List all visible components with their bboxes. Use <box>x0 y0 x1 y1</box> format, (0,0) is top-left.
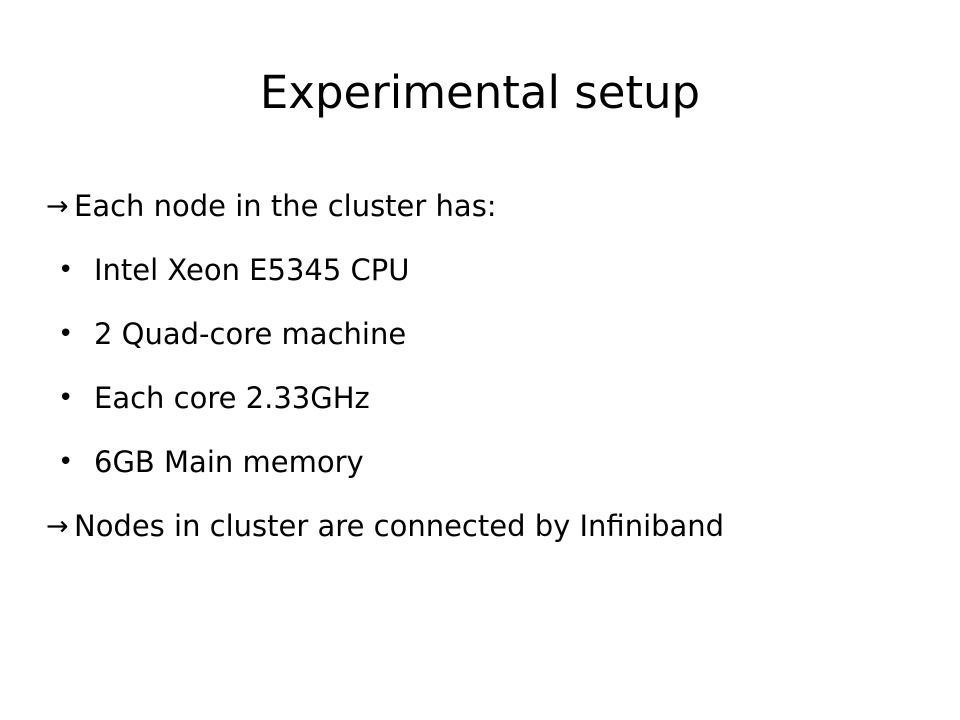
bullet-item-text: 2 Quad-core machine <box>94 317 407 351</box>
bullet-item: • 6GB Main memory <box>48 430 928 494</box>
arrow-item-text: Each node in the cluster has: <box>74 189 497 223</box>
bullet-icon: • <box>58 319 74 349</box>
arrow-item-text: Nodes in cluster are connected by Infini… <box>74 509 725 543</box>
bullet-icon: • <box>58 447 74 477</box>
arrow-item: → Each node in the cluster has: <box>46 174 928 238</box>
bullet-item: • 2 Quad-core machine <box>48 302 928 366</box>
bullet-item-text: 6GB Main memory <box>94 445 364 479</box>
slide-content: → Each node in the cluster has: • Intel … <box>46 174 928 558</box>
bullet-item-text: Each core 2.33GHz <box>94 381 370 415</box>
bullet-item-text: Intel Xeon E5345 CPU <box>94 253 410 287</box>
right-arrow-icon: → <box>46 510 69 542</box>
slide-title: Experimental setup <box>259 66 701 119</box>
bullet-icon: • <box>58 383 74 413</box>
bullet-item: • Intel Xeon E5345 CPU <box>48 238 928 302</box>
right-arrow-icon: → <box>46 190 69 222</box>
bullet-icon: • <box>58 255 74 285</box>
bullet-item: • Each core 2.33GHz <box>48 366 928 430</box>
arrow-item: → Nodes in cluster are connected by Infi… <box>46 494 928 558</box>
